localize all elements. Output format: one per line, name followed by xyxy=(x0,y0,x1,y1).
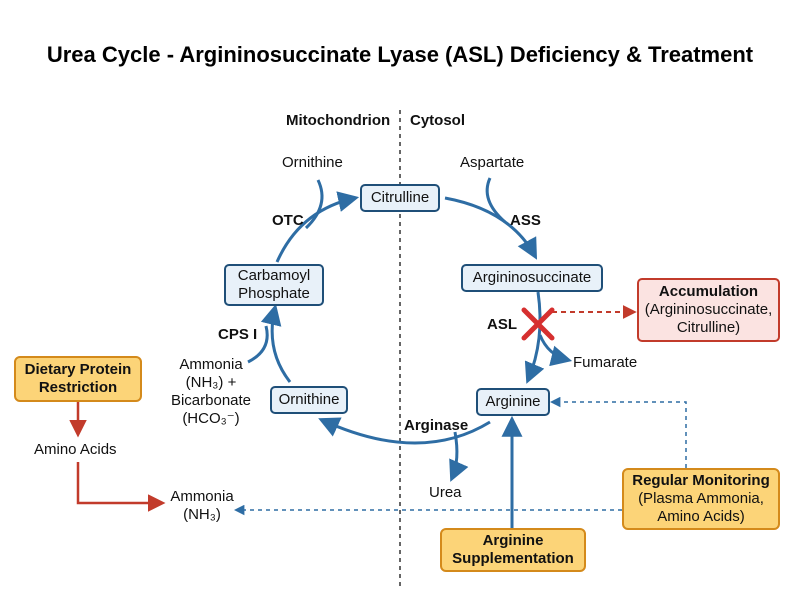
monitoring-line2: (Plasma Ammonia, xyxy=(638,490,764,507)
amino-acids-label: Amino Acids xyxy=(34,441,117,458)
arrow-arginine-to-ornithine xyxy=(318,417,491,445)
arrow-ornithine-to-carbamoyl xyxy=(260,303,292,383)
dietary-restriction-box: Dietary Protein Restriction xyxy=(14,356,142,402)
enzyme-ass: ASS xyxy=(510,212,541,229)
ammonia-bicarb-line2: (NH₃) + xyxy=(185,374,237,391)
compartment-label-mitochondrion: Mitochondrion xyxy=(286,112,391,129)
node-arginine: Arginine xyxy=(476,388,550,416)
arrow-urea-release xyxy=(449,431,469,482)
supplementation-line1: Arginine xyxy=(482,532,544,549)
substrate-ornithine: Ornithine xyxy=(282,154,343,171)
arrow-amino-acids-to-ammonia xyxy=(76,462,166,512)
supplementation-line2: Supplementation xyxy=(452,550,574,567)
ammonia-line2: (NH₃) xyxy=(183,506,221,523)
substrate-ammonia-bicarbonate: Ammonia (NH₃) + Bicarbonate (HCO₃⁻) xyxy=(164,356,258,428)
accumulation-line2: (Argininosuccinate, xyxy=(644,301,773,318)
ammonia-bicarb-line4: (HCO₃⁻) xyxy=(182,410,240,427)
supplementation-box: Arginine Supplementation xyxy=(440,528,586,572)
node-carbamoyl-phosphate: Carbamoyl Phosphate xyxy=(224,264,324,306)
compartment-label-cytosol: Cytosol xyxy=(410,112,466,129)
arrow-aspartate-joins-ass xyxy=(485,177,506,224)
product-urea: Urea xyxy=(429,484,462,501)
monitoring-box: Regular Monitoring (Plasma Ammonia, Amin… xyxy=(622,468,780,530)
diagram-title: Urea Cycle - Argininosuccinate Lyase (AS… xyxy=(46,42,754,67)
arrow-carbamoyl-to-citrulline xyxy=(275,191,360,263)
cross-mark-icon xyxy=(521,307,555,341)
product-fumarate: Fumarate xyxy=(573,354,638,371)
node-argininosuccinate: Argininosuccinate xyxy=(461,264,603,292)
monitoring-title: Regular Monitoring xyxy=(632,472,770,489)
arrow-ornithine-joins-otc xyxy=(304,179,324,230)
node-citrulline: Citrulline xyxy=(360,184,440,212)
ammonia-label: Ammonia (NH₃) xyxy=(164,488,240,524)
node-carbamoyl-line2: Phosphate xyxy=(238,285,310,302)
substrate-aspartate: Aspartate xyxy=(460,154,525,171)
arrow-fumarate-release xyxy=(538,334,573,367)
dietary-line1: Dietary Protein xyxy=(24,361,132,378)
node-ornithine: Ornithine xyxy=(270,386,348,414)
dietary-line2: Restriction xyxy=(38,379,118,396)
ammonia-line1: Ammonia xyxy=(170,488,234,505)
arrow-argininosuccinate-to-arginine xyxy=(524,291,545,384)
accumulation-box: Accumulation (Argininosuccinate, Citrull… xyxy=(637,278,780,342)
ammonia-bicarb-line3: Bicarbonate xyxy=(170,392,252,409)
monitoring-line3: Amino Acids) xyxy=(657,508,745,525)
enzyme-cps1: CPS I xyxy=(218,326,258,343)
enzyme-otc: OTC xyxy=(272,212,304,229)
ammonia-bicarb-line1: Ammonia xyxy=(179,356,243,373)
accumulation-title: Accumulation xyxy=(658,283,759,300)
node-carbamoyl-line1: Carbamoyl xyxy=(237,267,311,284)
arrow-monitoring-to-arginine xyxy=(549,396,687,468)
enzyme-arginase: Arginase xyxy=(404,417,469,434)
enzyme-asl: ASL xyxy=(487,316,517,333)
arrow-ammonia-joins-cps xyxy=(247,325,269,364)
accumulation-line3: Citrulline) xyxy=(676,319,741,336)
